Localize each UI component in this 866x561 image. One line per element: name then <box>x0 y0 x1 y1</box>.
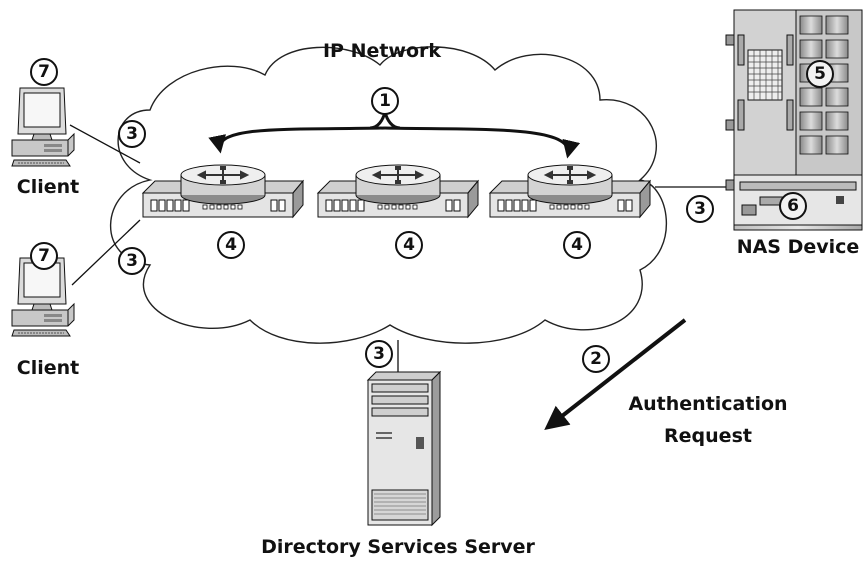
marker-4-right: 4 <box>563 231 591 259</box>
marker-7-top: 7 <box>30 58 58 86</box>
marker-3-server: 3 <box>365 340 393 368</box>
auth-label-line2: Request <box>664 425 752 447</box>
marker-3-client-bottom: 3 <box>118 247 146 275</box>
marker-3-client-top: 3 <box>118 120 146 148</box>
server-label: Directory Services Server <box>261 536 535 558</box>
client-label-top: Client <box>16 176 80 198</box>
marker-4-left: 4 <box>217 231 245 259</box>
desktop-computer-icon <box>11 87 75 167</box>
marker-2: 2 <box>582 345 610 373</box>
authentication-arrow <box>544 318 687 430</box>
router-communication-arrow-right <box>384 126 581 159</box>
marker-5: 5 <box>806 60 834 88</box>
marker-1: 1 <box>371 87 399 115</box>
marker-6: 6 <box>779 192 807 220</box>
marker-7-bottom: 7 <box>30 242 58 270</box>
marker-4-middle: 4 <box>395 231 423 259</box>
client-label-bottom: Client <box>16 357 80 379</box>
router-communication-arrow <box>208 126 387 154</box>
storage-rack-icon <box>725 9 863 231</box>
marker-3-nas: 3 <box>686 195 714 223</box>
auth-label-line1: Authentication <box>628 393 788 415</box>
network-label: IP Network <box>322 40 442 62</box>
tower-server-icon <box>366 370 442 527</box>
nas-label: NAS Device <box>736 236 860 258</box>
